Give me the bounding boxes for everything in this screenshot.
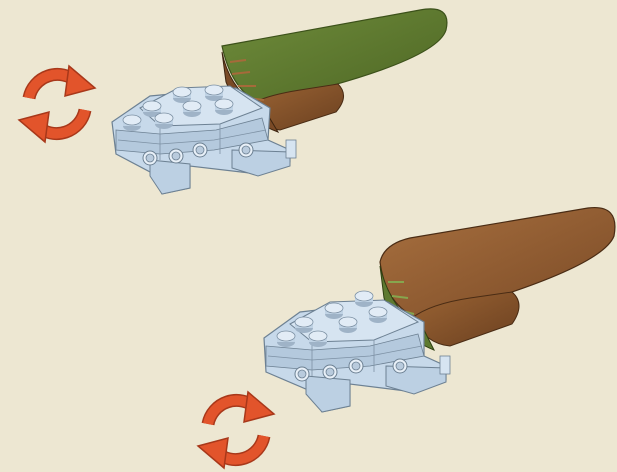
lego-brick-assembly xyxy=(112,9,447,194)
lego-brick-assembly xyxy=(264,208,615,412)
rotate-arrows-icon xyxy=(19,66,95,142)
step-1 xyxy=(19,9,447,194)
rotate-arrows-icon xyxy=(198,392,274,468)
step-2 xyxy=(198,208,615,468)
